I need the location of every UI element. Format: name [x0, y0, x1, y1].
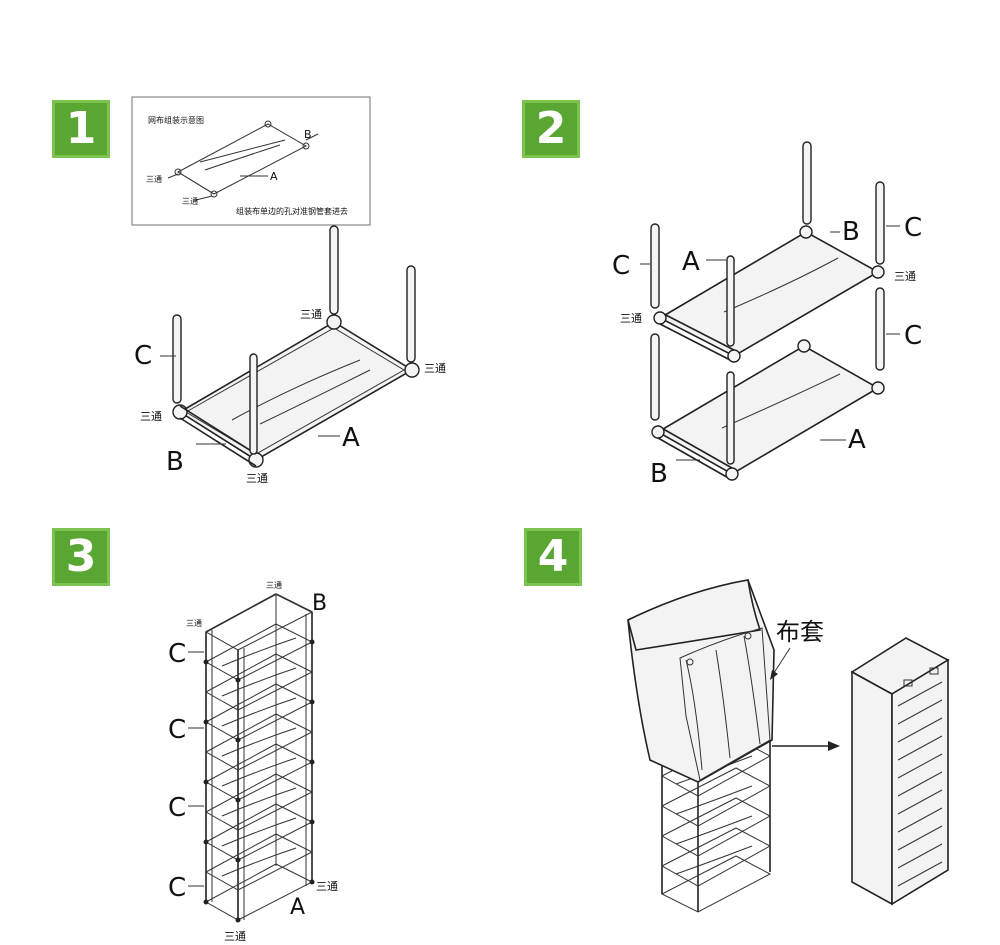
step1-tee-top: 三通	[300, 308, 322, 321]
step-3-diagram: C C C C B A 三通 三通 三通 三通	[168, 580, 338, 943]
step3-label-a: A	[290, 895, 305, 920]
step3-shelves	[204, 593, 314, 921]
step1-tee-bottom: 三通	[246, 472, 268, 485]
step1-label-a: A	[342, 423, 360, 453]
step2-label-c-right-bottom: C	[904, 321, 922, 351]
step3-label-b: B	[312, 591, 327, 616]
step2-tee-right: 三通	[894, 270, 916, 283]
inset-label-b: B	[304, 128, 312, 141]
inset-note: 组装布单边的孔对准钢管套进去	[236, 206, 348, 216]
inset-box: 网布组装示意图 B A 三通 三通 组装布单边的孔对准钢管套进去	[131, 96, 371, 226]
step3-label-c-4: C	[168, 873, 186, 903]
step3-label-c-1: C	[168, 639, 186, 669]
step-2-badge: 2	[522, 100, 580, 158]
step-1-diagram: 网布组装示意图 B A 三通 三通 组装布单边的孔对准钢管套进去	[131, 96, 446, 485]
step4-cover-label: 布套	[776, 618, 824, 646]
step1-tee-left: 三通	[140, 410, 162, 423]
step-3-badge: 3	[52, 528, 110, 586]
step1-tee-right: 三通	[424, 362, 446, 375]
step-4-diagram: 布套	[627, 579, 950, 913]
step1-label-b: B	[166, 447, 184, 477]
step2-label-c-left: C	[612, 251, 630, 281]
step3-tee-bottom: 三通	[224, 930, 246, 943]
inset-label-a: A	[270, 170, 278, 183]
step3-label-c-3: C	[168, 793, 186, 823]
inset-title: 网布组装示意图	[148, 115, 204, 125]
step3-label-c-2: C	[168, 715, 186, 745]
step3-tee-left: 三通	[186, 618, 202, 628]
step3-tee-right: 三通	[316, 880, 338, 893]
step2-label-a-top: A	[682, 247, 700, 277]
step1-label-c: C	[134, 341, 152, 371]
inset-tee-1: 三通	[146, 174, 162, 184]
step2-label-b-bottom: B	[650, 459, 668, 489]
step2-tee-left: 三通	[620, 312, 642, 325]
step-1-badge: 1	[52, 100, 110, 158]
step2-label-a-bottom: A	[848, 425, 866, 455]
step-4-badge: 4	[524, 528, 582, 586]
step2-label-b-top: B	[842, 217, 860, 247]
inset-tee-2: 三通	[182, 196, 198, 206]
step-2-diagram: C A B C C A B 三通 三通	[612, 141, 922, 489]
step3-tee-top: 三通	[266, 580, 282, 590]
step2-label-c-right-top: C	[904, 213, 922, 243]
